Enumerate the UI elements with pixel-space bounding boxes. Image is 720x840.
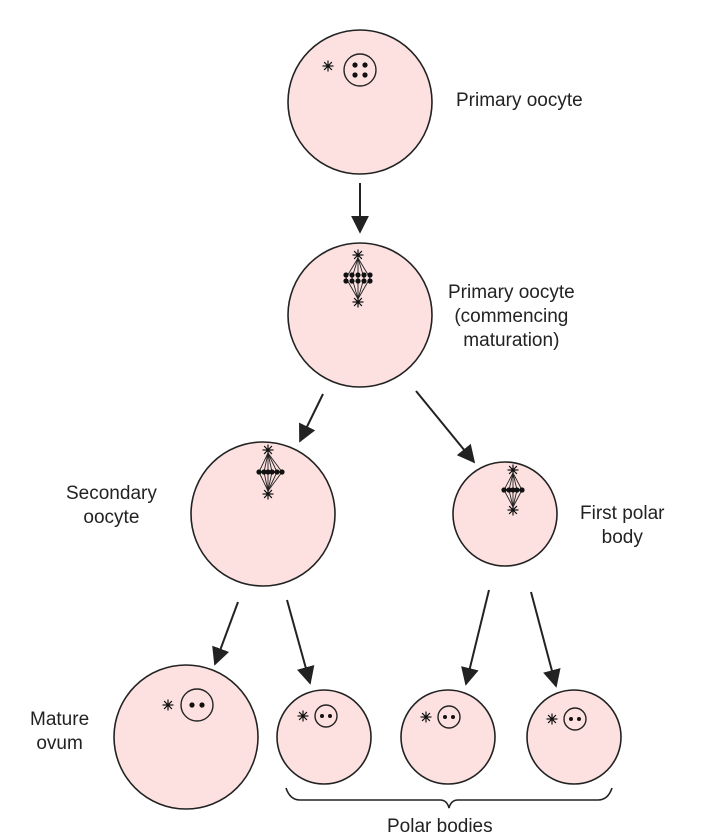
chromosome [361,272,367,278]
aster-core [424,715,428,719]
aster-core [511,468,515,472]
first-polar-body-cell [452,461,558,567]
centrosome-aster-icon [162,60,558,725]
aster-core [166,703,170,707]
chromosome [261,469,267,475]
aster-core [511,508,515,512]
aster-core [266,448,270,452]
chromosome [256,469,262,475]
primary-oocyte-maturing-cell [287,242,433,388]
arrow [299,393,324,443]
chromosome [506,487,512,493]
chromosome [510,487,516,493]
label-polar-bodies: Polar bodies [387,816,493,837]
spindle-fiber [512,472,518,491]
nucleus [563,707,587,731]
spindle-fiber [512,489,523,508]
spindle-icon [256,257,525,508]
chromosome [349,272,355,278]
chromosome [367,272,373,278]
chromosome [349,278,355,284]
nucleus [180,688,214,722]
polar-body-cell [276,689,372,785]
aster-core [356,253,360,257]
chromosome [343,272,349,278]
arrow [212,601,239,666]
aster-core [266,492,270,496]
aster-core [550,717,554,721]
spindle-fiber [503,472,514,491]
arrow [415,390,476,464]
arrow [461,589,490,686]
chromosome [367,278,373,284]
secondary-oocyte-cell [190,441,336,587]
chromosome [265,469,271,475]
chromosome [355,272,361,278]
label-primary-oocyte: Primary oocyte [456,90,583,111]
spindle-fiber [267,452,278,473]
chromosome [279,469,285,475]
chromosome [361,278,367,284]
polar-body-cell [526,689,622,785]
spindle-fiber [263,471,269,492]
mature-ovum-cell [113,664,259,810]
primary-oocyte-cell [287,29,433,175]
aster-core [301,714,305,718]
chromosome [343,278,349,284]
spindle-fiber [508,472,514,491]
spindle-fiber [508,489,514,508]
spindle-fiber [258,471,269,492]
nucleus [437,705,461,729]
label-secondary-oocyte: Secondary oocyte [66,483,157,528]
spindle-fiber [512,489,518,508]
spindle-fiber [267,471,273,492]
chromosome [514,487,520,493]
label-primary-oocyte-maturing: Primary oocyte (commencing maturation) [448,282,575,351]
polar-body-cell [400,689,496,785]
spindle-fiber [267,452,283,473]
aster-core [356,300,360,304]
spindle-fiber [263,452,269,473]
arrow [286,599,315,685]
spindle-fiber [267,452,273,473]
chromosome [355,278,361,284]
nucleus [343,53,377,87]
label-first-polar-body: First polar body [580,503,665,548]
chromosomes [189,62,581,721]
polar-bodies-bracket [285,787,613,809]
chromosome [501,487,507,493]
spindle-fiber [267,471,278,492]
nucleus [314,704,338,728]
arrows [212,183,561,688]
spindle-fiber [258,452,269,473]
spindle-fiber [503,489,514,508]
aster-core [326,64,330,68]
chromosome [274,469,280,475]
spindle-fiber [267,471,283,492]
chromosome [269,469,275,475]
spindle-fiber [512,472,523,491]
arrow [530,591,561,688]
label-mature-ovum: Mature ovum [30,709,90,754]
chromosome [519,487,525,493]
